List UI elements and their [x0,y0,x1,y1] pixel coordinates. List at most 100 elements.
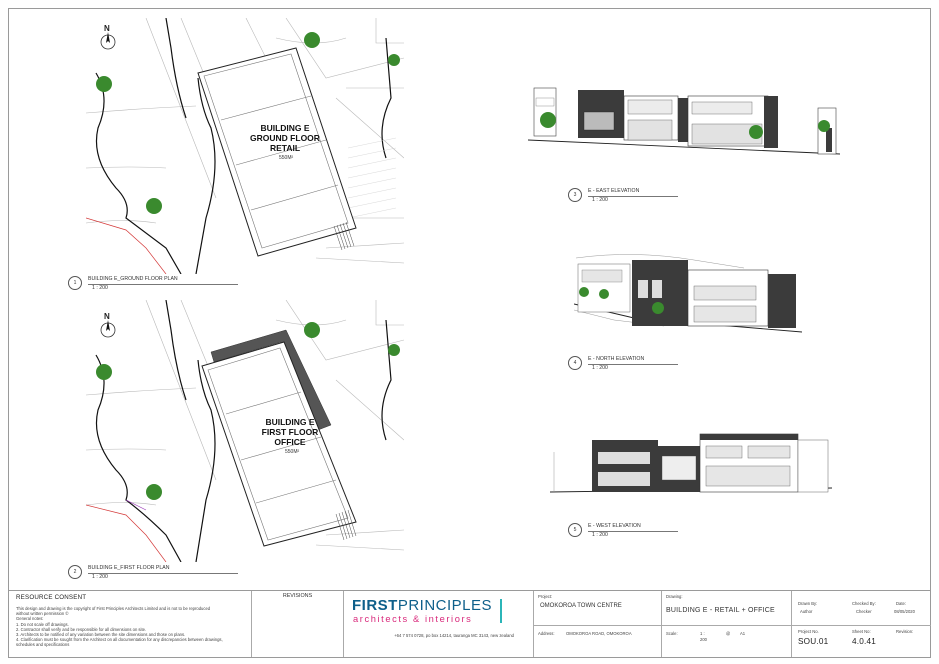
plan-2-building-line-2: FIRST FLOOR [261,427,319,437]
north-arrow-icon [96,30,120,54]
north-elevation-view-title: 4 E - NORTH ELEVATION 1 : 200 [568,356,678,372]
project-divider [534,625,662,626]
company-logo: FIRSTPRINCIPLES [352,597,492,615]
checked-by-label: Checked By: [852,601,876,606]
east-elevation-view-title: 3 E - EAST ELEVATION 1 : 200 [568,188,678,204]
checked-by-value: Checker [856,609,872,614]
view-number-tag: 2 [68,565,82,579]
address-value: OMOKOROA ROAD, OMOKOROA [566,631,632,636]
tree-icon [146,484,162,500]
title-block: RESOURCE CONSENT This design and drawing… [8,590,931,659]
plan-2-view-title: 2 BUILDING E_FIRST FLOOR PLAN 1 : 200 [68,565,238,581]
address-label: Address: [538,631,555,636]
tree-icon [599,289,609,299]
plan-2-building-label: BUILDING E FIRST FLOOR OFFICE [240,417,340,447]
meta-divider [792,625,931,626]
view-title-text: BUILDING E_FIRST FLOOR PLAN [88,565,238,574]
tree-icon [304,32,320,48]
logo-accent-bar [500,599,502,623]
date-label: Date: [896,601,907,606]
view-scale-text: 1 : 200 [592,365,608,371]
sheet-no-label: Sheet No: [852,629,871,634]
note-item: 2. Contractor shall verify and be respon… [16,626,147,632]
sheet-no-value: 4.0.41 [852,637,876,646]
company-contact: +64 7 574 0728, po box 14214, tauranga M… [394,633,514,638]
note-item: 4. Clarification must be sought from the… [16,637,223,648]
logo-cell: FIRSTPRINCIPLES architects & interiors +… [344,591,534,657]
note-item: 3. Architects to be notified of any vari… [16,632,186,638]
view-scale-text: 1 : 200 [592,532,608,538]
copyright-text: This design and drawing is the copyright… [16,606,211,617]
plan-1-building-line-2: GROUND FLOOR [250,133,320,143]
view-number-tag: 5 [568,523,582,537]
view-number-tag: 4 [568,356,582,370]
west-elevation-view-title: 5 E - WEST ELEVATION 1 : 200 [568,523,678,539]
view-scale-text: 1 : 200 [592,197,608,203]
plan-1-view-title: 1 BUILDING E_GROUND FLOOR PLAN 1 : 200 [68,276,238,292]
project-no-value: SOU.01 [798,637,829,646]
north-elevation-drawing [574,254,802,333]
project-label: Project: [538,594,553,599]
view-number-tag: 3 [568,188,582,202]
drawing-cell: Drawing: BUILDING E - RETAIL + OFFICE Sc… [662,591,792,657]
tree-icon [96,76,112,92]
view-scale-text: 1 : 200 [92,285,108,291]
date-value: 08/05/2020 [894,609,915,614]
view-title-text: BUILDING E_GROUND FLOOR PLAN [88,276,238,285]
drawing-divider [662,625,792,626]
drawn-by-value: Author [800,609,813,614]
revisions-title: REVISIONS [282,593,313,599]
resource-consent-title: RESOURCE CONSENT [16,594,87,601]
general-notes-title: General notes: [16,616,44,622]
logo-principles-text: PRINCIPLES [397,597,493,614]
first-floor-site-plan [86,300,404,562]
tree-icon [749,125,763,139]
tree-icon [146,198,162,214]
view-scale-text: 1 : 200 [92,574,108,580]
north-arrow-icon [96,318,120,342]
north-arrow-label: N [104,24,110,33]
revisions-cell: REVISIONS [252,591,344,657]
plan-1-building-line-1: BUILDING E [260,123,310,133]
tree-icon [579,287,589,297]
note-item: 1. Do not scale off drawings. [16,621,69,627]
north-arrow-label: N [104,312,110,321]
tree-icon [388,344,400,356]
tree-icon [304,322,320,338]
view-title-text: E - EAST ELEVATION [588,188,678,197]
logo-first-text: FIRST [352,597,398,614]
project-value: OMOKOROA TOWN CENTRE [540,603,622,609]
project-cell: Project: OMOKOROA TOWN CENTRE Address: O… [534,591,662,657]
project-no-label: Project No. [798,629,819,634]
logo-subtitle: architects & interiors [353,614,473,624]
plan-2-building-line-3: OFFICE [274,437,306,447]
view-title-text: E - NORTH ELEVATION [588,356,678,365]
scale-label: Scale: [666,631,678,636]
resource-consent-cell: RESOURCE CONSENT This design and drawing… [8,591,252,657]
plan-2-building-line-1: BUILDING E [265,417,315,427]
drawing-label: Drawing: [666,594,683,599]
view-title-text: E - WEST ELEVATION [588,523,678,532]
plan-2-area: 550M² [285,449,300,455]
east-elevation-drawing [528,87,840,155]
tree-icon [652,302,664,314]
plan-1-building-label: BUILDING E GROUND FLOOR RETAIL [235,123,335,153]
tree-icon [540,112,556,128]
tree-icon [388,54,400,66]
tree-icon [818,120,830,132]
paper-size-value: A1 [740,631,746,636]
plan-1-building-line-3: RETAIL [269,143,301,153]
scale-value-1: 1 : [700,631,705,636]
at-symbol: @ [726,631,731,636]
west-elevation-drawing [550,433,832,493]
revision-label: Revision: [896,629,914,634]
plan-1-area: 550M² [279,155,294,161]
meta-cell: Drawn By: Author Checked By: Checker Dat… [792,591,931,657]
drawn-by-label: Drawn By: [798,601,818,606]
drawing-value: BUILDING E - RETAIL + OFFICE [666,607,775,614]
view-number-tag: 1 [68,276,82,290]
ground-floor-site-plan [86,18,404,274]
scale-value-2: 200 [700,637,707,642]
tree-icon [96,364,112,380]
drawing-sheet-border [8,8,931,658]
